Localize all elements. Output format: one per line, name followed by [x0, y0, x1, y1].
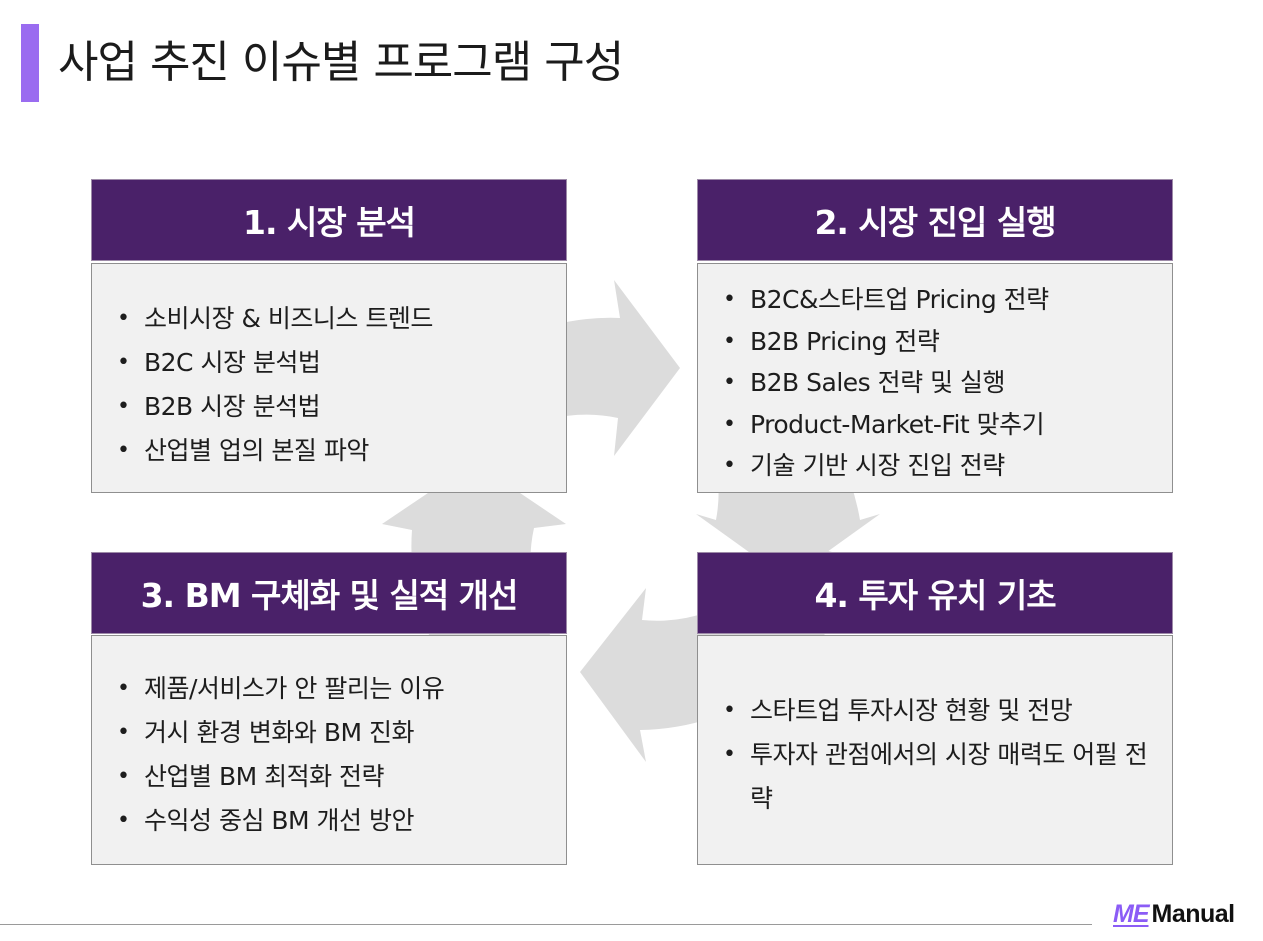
page-title: 사업 추진 이슈별 프로그램 구성 [58, 37, 624, 88]
list-item: 소비시장 & 비즈니스 트렌드 [117, 297, 433, 341]
logo-word: Manual [1151, 900, 1236, 928]
list-item: 수익성 중심 BM 개선 방안 [117, 799, 444, 843]
list-item: 산업별 업의 본질 파악 [117, 429, 433, 473]
list-item: B2C&스타트업 Pricing 전략 [723, 279, 1049, 321]
quadrant-2-title: 2. 시장 진입 실행 [814, 203, 1056, 242]
list-item: 스타트업 투자시장 현황 및 전망 [723, 689, 1163, 733]
list-item: B2B Sales 전략 및 실행 [723, 362, 1049, 404]
list-item: 제품/서비스가 안 팔리는 이유 [117, 667, 445, 711]
quadrant-1-list: 소비시장 & 비즈니스 트렌드 B2C 시장 분석법 B2B 시장 분석법 산업… [117, 297, 433, 473]
quadrant-4-body: 스타트업 투자시장 현황 및 전망 투자자 관점에서의 시장 매력도 어필 전략 [697, 635, 1173, 865]
list-item: 거시 환경 변화와 BM 진화 [117, 711, 444, 755]
quadrant-1-body: 소비시장 & 비즈니스 트렌드 B2C 시장 분석법 B2B 시장 분석법 산업… [91, 263, 567, 493]
quadrant-4-header: 4. 투자 유치 기초 [697, 552, 1173, 634]
list-item: 기술 기반 시장 진입 전략 [723, 445, 1049, 487]
list-item: B2B Pricing 전략 [723, 321, 1049, 363]
quadrant-2-list: B2C&스타트업 Pricing 전략 B2B Pricing 전략 B2B S… [723, 279, 1049, 487]
quadrant-3-title: 3. BM 구체화 및 실적 개선 [140, 576, 519, 615]
list-item: Product-Market-Fit 맞추기 [723, 404, 1049, 446]
quadrant-2-body: B2C&스타트업 Pricing 전략 B2B Pricing 전략 B2B S… [697, 263, 1173, 493]
quadrant-3-header: 3. BM 구체화 및 실적 개선 [91, 552, 567, 634]
list-item: B2C 시장 분석법 [117, 341, 433, 385]
footer-divider [0, 924, 1092, 925]
quadrant-1-header: 1. 시장 분석 [91, 179, 567, 261]
quadrant-4-title: 4. 투자 유치 기초 [814, 576, 1056, 615]
quadrant-1-title: 1. 시장 분석 [243, 203, 416, 242]
list-item: 투자자 관점에서의 시장 매력도 어필 전략 [723, 733, 1163, 821]
list-item: 산업별 BM 최적화 전략 [117, 755, 444, 799]
quadrant-2-header: 2. 시장 진입 실행 [697, 179, 1173, 261]
title-accent-bar [21, 24, 39, 102]
logo: ME Manual [1113, 900, 1235, 934]
logo-prefix: ME [1113, 900, 1149, 928]
quadrant-3-list: 제품/서비스가 안 팔리는 이유 거시 환경 변화와 BM 진화 산업별 BM … [117, 667, 445, 843]
quadrant-3-body: 제품/서비스가 안 팔리는 이유 거시 환경 변화와 BM 진화 산업별 BM … [91, 635, 567, 865]
list-item: B2B 시장 분석법 [117, 385, 433, 429]
quadrant-4-list: 스타트업 투자시장 현황 및 전망 투자자 관점에서의 시장 매력도 어필 전략 [723, 689, 1163, 821]
